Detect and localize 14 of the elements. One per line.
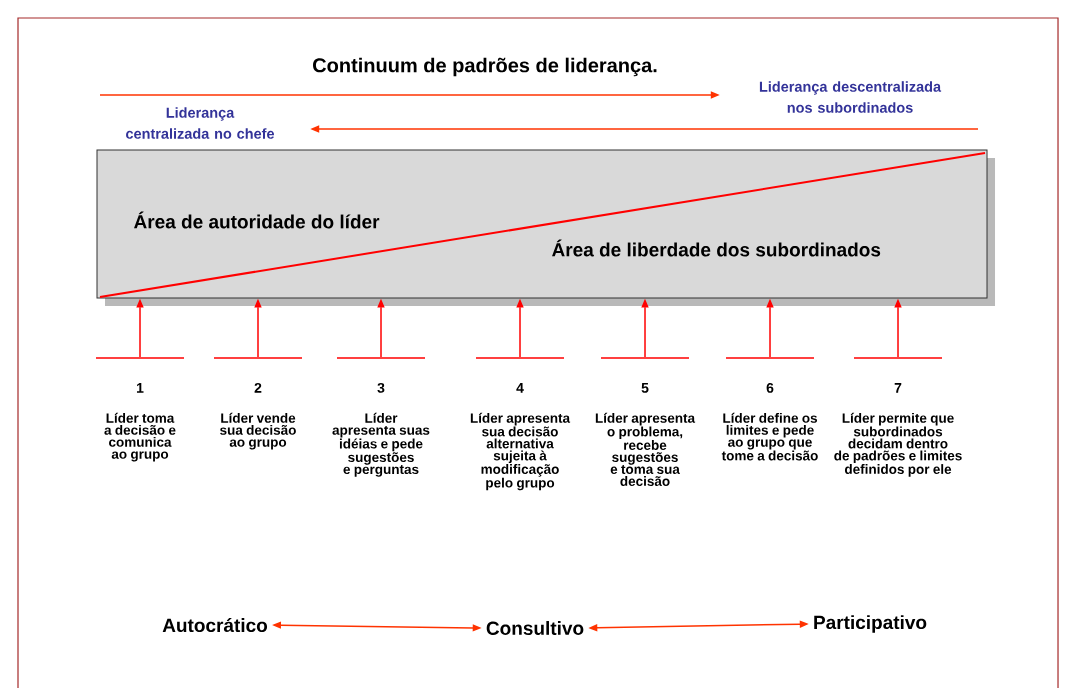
authority-area-box: Área de autoridade do líder Área de liberdade dos subordinados <box>96 149 995 306</box>
option-column: 1 Líder toma a decisão e comunica ao grupo <box>95 357 185 462</box>
option-column: 7 Líder permite que subordinados decidam dentro de padrões e limites definidos por ele <box>834 357 962 477</box>
option-column: 6 Líder define os limites e pede ao grupo que tome a decisão <box>721 357 818 461</box>
option-column: 3 Líder apresenta suas idéias e pede sugestões e perguntas <box>332 357 430 477</box>
option-column: 4 Líder apresenta sua decisão alternativa sujeita à modificação pelo grupo <box>470 357 571 491</box>
style-label: Participativo <box>814 615 927 633</box>
style-label: Autocrático <box>162 617 268 633</box>
option-column: 5 Líder apresenta o problema, recebe sugestões e toma sua decisão <box>595 357 696 486</box>
leadership-label: Liderança centralizada no chefe <box>126 107 275 139</box>
style-label: Consultivo <box>486 621 584 635</box>
option-column: 2 Líder vende sua decisão ao grupo <box>213 357 303 450</box>
title: Continuum de padrões de liderança. <box>313 57 657 77</box>
leadership-label: Liderança descentralizada nos subordinados <box>759 81 942 113</box>
